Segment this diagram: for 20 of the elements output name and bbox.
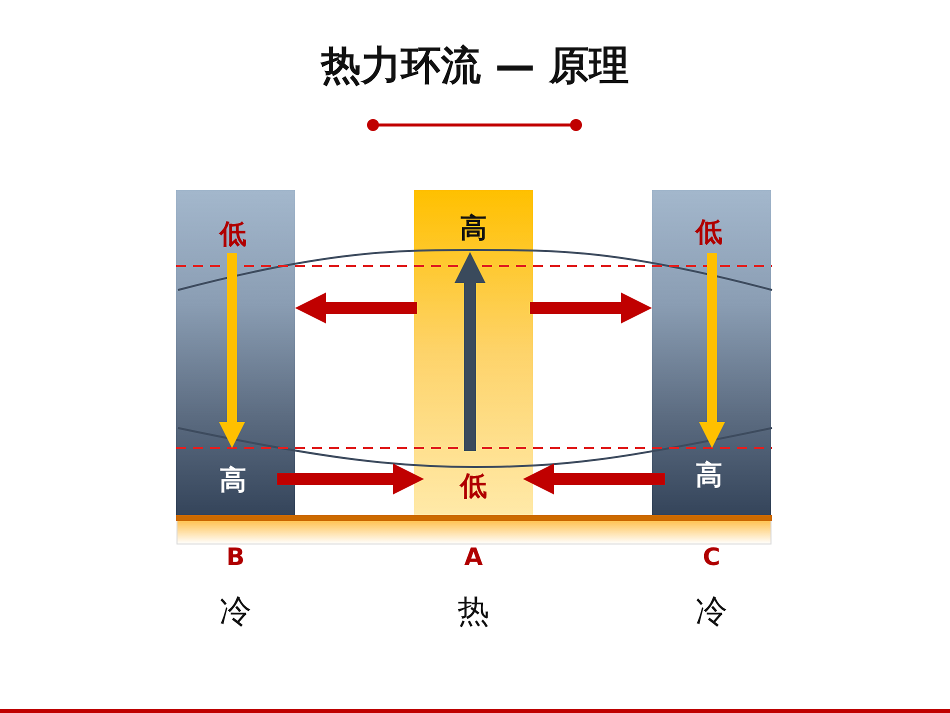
pressure-label: 低: [662, 212, 756, 256]
column-letter: C: [702, 543, 722, 571]
pressure-label: 高: [424, 208, 523, 252]
pressure-label: 低: [186, 212, 280, 256]
pressure-label: 高: [186, 448, 280, 510]
temperature-label: 热: [456, 591, 490, 632]
title: 热力环流 — 原理: [319, 42, 630, 91]
temperature-label: 冷: [218, 591, 252, 632]
arrow: [295, 292, 417, 324]
column-letter: B: [225, 543, 246, 571]
arrow: [530, 292, 652, 324]
arrow: [699, 253, 725, 448]
pressure-label: 高: [662, 448, 756, 510]
arrow: [277, 463, 424, 495]
arrow: [523, 463, 665, 495]
column-letter: A: [463, 543, 484, 571]
arrow: [454, 252, 486, 451]
arrow: [219, 253, 245, 448]
temperature-label: 冷: [694, 591, 728, 632]
pressure-label: 低: [424, 448, 523, 510]
